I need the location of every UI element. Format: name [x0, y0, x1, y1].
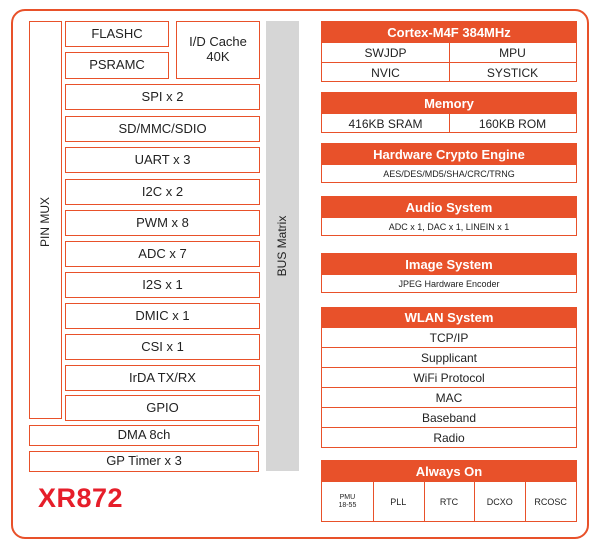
image-text: JPEG Hardware Encoder — [322, 274, 576, 293]
pll-cell: PLL — [390, 497, 407, 507]
systick-cell: SYSTICK — [486, 65, 539, 80]
crypto-group: Hardware Crypto Engine AES/DES/MD5/SHA/C… — [321, 143, 577, 183]
cortex-row-1: SWJDP MPU — [322, 42, 576, 63]
wlan-title: WLAN System — [322, 308, 576, 327]
image-group: Image System JPEG Hardware Encoder — [321, 253, 577, 293]
peripheral-label: PWM x 8 — [136, 214, 189, 230]
pmu-label: PMU — [339, 494, 356, 502]
audio-group: Audio System ADC x 1, DAC x 1, LINEIN x … — [321, 196, 577, 236]
wlan-item: MAC — [322, 387, 576, 408]
chip-frame — [11, 9, 589, 539]
wlan-item: TCP/IP — [322, 327, 576, 348]
peripheral-block: GPIO — [65, 395, 260, 421]
audio-text: ADC x 1, DAC x 1, LINEIN x 1 — [322, 217, 576, 236]
peripheral-label: CSI x 1 — [141, 338, 184, 354]
swjdp-cell: SWJDP — [364, 46, 407, 60]
peripheral-block: DMIC x 1 — [65, 303, 260, 329]
pmu-sub: 18-55 — [338, 502, 357, 509]
peripheral-block: I2S x 1 — [65, 272, 260, 298]
always-on-row: PMU 18-55 PLL RTC DCXO RCOSC — [322, 481, 576, 522]
pin-mux-block: PIN MUX — [29, 21, 62, 419]
peripheral-block: UART x 3 — [65, 147, 260, 173]
psramc-label: PSRAMC — [89, 57, 145, 73]
pin-mux-label: PIN MUX — [38, 196, 53, 248]
crypto-text: AES/DES/MD5/SHA/CRC/TRNG — [322, 164, 576, 183]
audio-title: Audio System — [322, 197, 576, 217]
peripheral-label: SPI x 2 — [141, 88, 184, 104]
cortex-row-2: NVIC SYSTICK — [322, 62, 576, 82]
peripheral-label: IrDA TX/RX — [129, 369, 196, 385]
nvic-cell: NVIC — [371, 65, 400, 80]
flashc-block: FLASHC — [65, 21, 169, 47]
peripheral-block: SD/MMC/SDIO — [65, 116, 260, 142]
crypto-title: Hardware Crypto Engine — [322, 144, 576, 164]
dma-block: DMA 8ch — [29, 425, 259, 446]
peripheral-block: I2C x 2 — [65, 179, 260, 205]
id-cache-size: 40K — [206, 49, 230, 64]
gp-timer-label: GP Timer x 3 — [106, 453, 182, 469]
mpu-cell: MPU — [499, 46, 526, 60]
psramc-block: PSRAMC — [65, 52, 169, 79]
cortex-group: Cortex-M4F 384MHz SWJDP MPU NVIC SYSTICK — [321, 21, 577, 82]
wlan-item: WiFi Protocol — [322, 367, 576, 388]
peripheral-label: I2S x 1 — [142, 276, 183, 292]
rcosc-cell: RCOSC — [534, 497, 567, 507]
rom-cell: 160KB ROM — [478, 116, 547, 131]
image-title: Image System — [322, 254, 576, 274]
dcxo-cell: DCXO — [486, 497, 513, 507]
peripheral-label: GPIO — [146, 399, 179, 415]
flashc-label: FLASHC — [91, 25, 143, 41]
rtc-cell: RTC — [439, 497, 459, 507]
peripheral-block: SPI x 2 — [65, 84, 260, 110]
id-cache-block: I/D Cache 40K — [176, 21, 260, 79]
always-on-title: Always On — [322, 461, 576, 481]
wlan-item: Supplicant — [322, 347, 576, 368]
cortex-title: Cortex-M4F 384MHz — [322, 22, 576, 42]
peripheral-label: UART x 3 — [134, 151, 191, 167]
sram-cell: 416KB SRAM — [348, 116, 423, 131]
always-on-group: Always On PMU 18-55 PLL RTC DCXO RCOSC — [321, 460, 577, 522]
peripheral-label: SD/MMC/SDIO — [118, 120, 207, 136]
peripheral-label: ADC x 7 — [138, 245, 187, 261]
bus-matrix-bar: BUS Matrix — [266, 21, 299, 471]
gp-timer-block: GP Timer x 3 — [29, 451, 259, 472]
bus-matrix-label: BUS Matrix — [275, 215, 289, 277]
memory-group: Memory 416KB SRAM 160KB ROM — [321, 92, 577, 133]
memory-row: 416KB SRAM 160KB ROM — [322, 113, 576, 133]
chip-name: XR872 — [38, 483, 124, 513]
peripheral-label: DMIC x 1 — [135, 307, 190, 323]
peripheral-label: I2C x 2 — [141, 183, 184, 199]
wlan-item: Radio — [322, 427, 576, 448]
peripheral-block: PWM x 8 — [65, 210, 260, 236]
peripheral-block: CSI x 1 — [65, 334, 260, 360]
dma-label: DMA 8ch — [117, 427, 171, 443]
wlan-item: Baseband — [322, 407, 576, 428]
memory-title: Memory — [322, 93, 576, 113]
peripheral-block: IrDA TX/RX — [65, 365, 260, 391]
peripheral-block: ADC x 7 — [65, 241, 260, 267]
pmu-cell: PMU 18-55 — [322, 482, 373, 522]
id-cache-label: I/D Cache — [189, 34, 247, 50]
